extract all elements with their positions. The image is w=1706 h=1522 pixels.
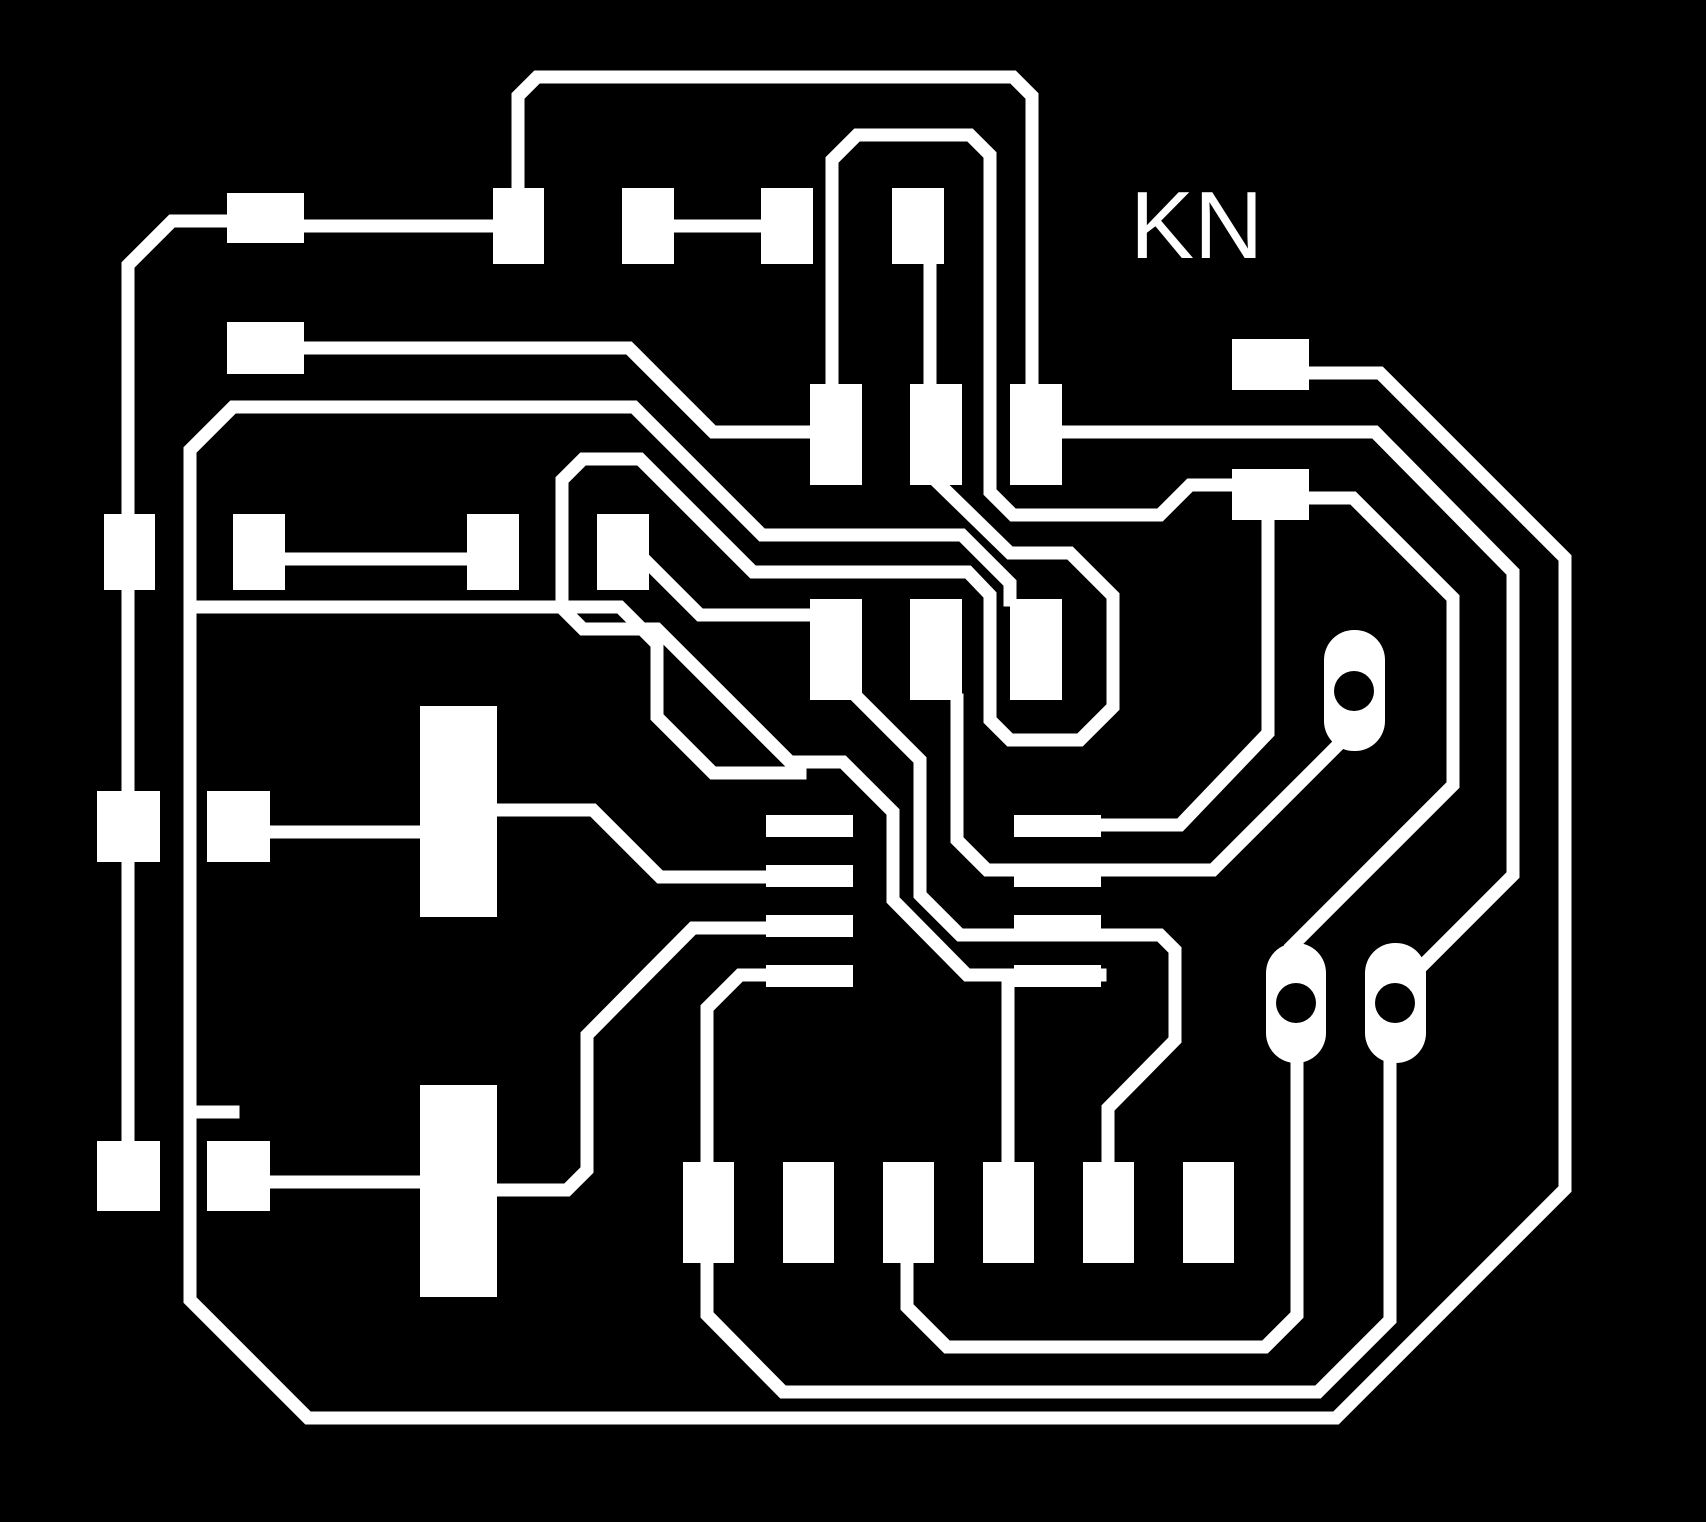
pad-mid-2 <box>910 599 962 700</box>
pad-v-2 <box>910 384 962 485</box>
pad-left-small-2 <box>207 1141 270 1211</box>
trace-row2 <box>293 341 817 439</box>
trace-right-1 <box>1053 425 1520 985</box>
pad-bottom-3 <box>883 1162 934 1263</box>
trace-right-3 <box>1093 512 1275 832</box>
pad-right-1 <box>1232 339 1309 390</box>
pad-mid-3 <box>1010 599 1062 700</box>
trace-mid-loop3 <box>638 553 817 622</box>
pad-large-2 <box>420 1085 497 1297</box>
via-hole <box>1276 983 1316 1023</box>
pad-left-small-1 <box>207 791 270 862</box>
ic-pin-right-1 <box>1014 815 1101 837</box>
board-label: KN <box>1130 172 1263 279</box>
trace-ic-down-2 <box>1093 928 1182 1177</box>
via-hole <box>1375 983 1415 1023</box>
pad-v-3 <box>1010 384 1062 485</box>
trace-ic-right-mid <box>950 693 1107 877</box>
pad-row2-left <box>227 322 304 374</box>
pads <box>97 188 1309 1297</box>
pad-bottom-1 <box>683 1162 734 1263</box>
pad-top-5 <box>892 188 944 264</box>
ic-pin-left-4 <box>766 965 853 987</box>
trace-bottom-outline <box>183 366 1572 1425</box>
pad-bottom-2 <box>783 1162 834 1263</box>
trace-ic-left-2 <box>493 803 777 884</box>
pad-bottom-4 <box>983 1162 1034 1263</box>
ic-pin-left-1 <box>766 815 853 837</box>
vias <box>1266 630 1426 1063</box>
pad-bottom-5 <box>1083 1162 1134 1263</box>
ic-pin-right-3 <box>1014 915 1101 937</box>
pad-row3-1 <box>233 514 285 590</box>
via-hole <box>1334 671 1374 711</box>
trace-bottom-1 <box>700 1048 1397 1399</box>
via-bottom-left <box>1266 943 1326 1063</box>
pad-v-1 <box>810 384 862 485</box>
trace-left-bus <box>121 214 242 1187</box>
via-bottom-right <box>1365 943 1426 1063</box>
trace-ic-mid <box>850 690 1107 942</box>
trace-right-4 <box>1093 720 1363 877</box>
pad-left-col-2 <box>97 791 160 862</box>
ic-pin-left-3 <box>766 915 853 937</box>
pad-row3-3 <box>597 514 649 590</box>
pad-top-4 <box>761 188 813 264</box>
trace-ic-left-4 <box>700 968 777 1177</box>
ic-pin-right-2 <box>1014 865 1101 887</box>
trace-right-2 <box>1233 491 1460 955</box>
pad-row3-2 <box>467 514 519 590</box>
pad-bottom-6 <box>1183 1162 1234 1263</box>
traces <box>121 70 1572 1425</box>
pad-mid-1 <box>810 599 862 700</box>
trace-bottom-2 <box>900 1048 1304 1354</box>
pad-large-1 <box>420 706 497 917</box>
pad-left-col-3 <box>97 1141 160 1211</box>
trace-outer-loop <box>183 400 1017 614</box>
pad-top-3 <box>622 188 674 264</box>
pad-right-2 <box>1232 469 1309 520</box>
trace-mid-loop2 <box>555 452 1120 982</box>
pad-left-col-1 <box>104 514 155 590</box>
trace-ic-left-3 <box>493 921 777 1197</box>
pad-top-2 <box>493 188 544 264</box>
trace-top-loop <box>511 70 1039 397</box>
ic-pin-left-2 <box>766 865 853 887</box>
via-right-top <box>1324 630 1385 751</box>
ic-pin-right-4 <box>1014 965 1101 987</box>
trace-mid-loop1 <box>825 128 1247 522</box>
pad-top-left <box>227 193 304 243</box>
